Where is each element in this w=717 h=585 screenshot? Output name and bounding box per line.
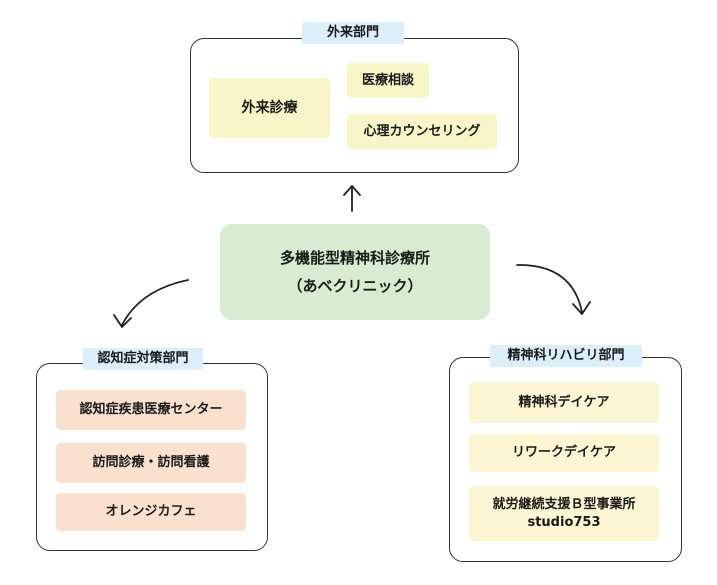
outpatient-department-title: 外来部門 [302, 22, 404, 44]
employment-support-box: 就労継続支援Ｂ型事業所 studio753 [469, 486, 659, 541]
arrow-to-outpatient [343, 185, 361, 212]
rework-daycare-box: リワークデイケア [469, 434, 659, 472]
arrow-to-dementia [113, 279, 189, 328]
dementia-department-title: 認知症対策部門 [83, 348, 203, 370]
arrow-to-rehab [516, 264, 591, 315]
orange-cafe-box: オレンジカフェ [56, 493, 246, 531]
home-visit-box: 訪問診療・訪問看護 [56, 443, 246, 483]
medical-consultation-box: 医療相談 [347, 63, 429, 98]
dementia-center-box: 認知症疾患医療センター [56, 390, 246, 430]
clinic-name: 多機能型精神科診療所 [279, 248, 430, 267]
outpatient-care-box: 外来診療 [209, 78, 330, 138]
clinic-subname: （あベクリニック） [287, 277, 423, 295]
studio-name: studio753 [527, 514, 601, 530]
psychological-counseling-box: 心理カウンセリング [347, 114, 497, 149]
rehab-department-title: 精神科リハビリ部門 [490, 345, 642, 367]
clinic-center-box: 多機能型精神科診療所 （あベクリニック） [220, 224, 490, 320]
employment-support-name: 就労継続支援Ｂ型事業所 [492, 496, 636, 512]
psychiatric-daycare-box: 精神科デイケア [469, 382, 659, 423]
